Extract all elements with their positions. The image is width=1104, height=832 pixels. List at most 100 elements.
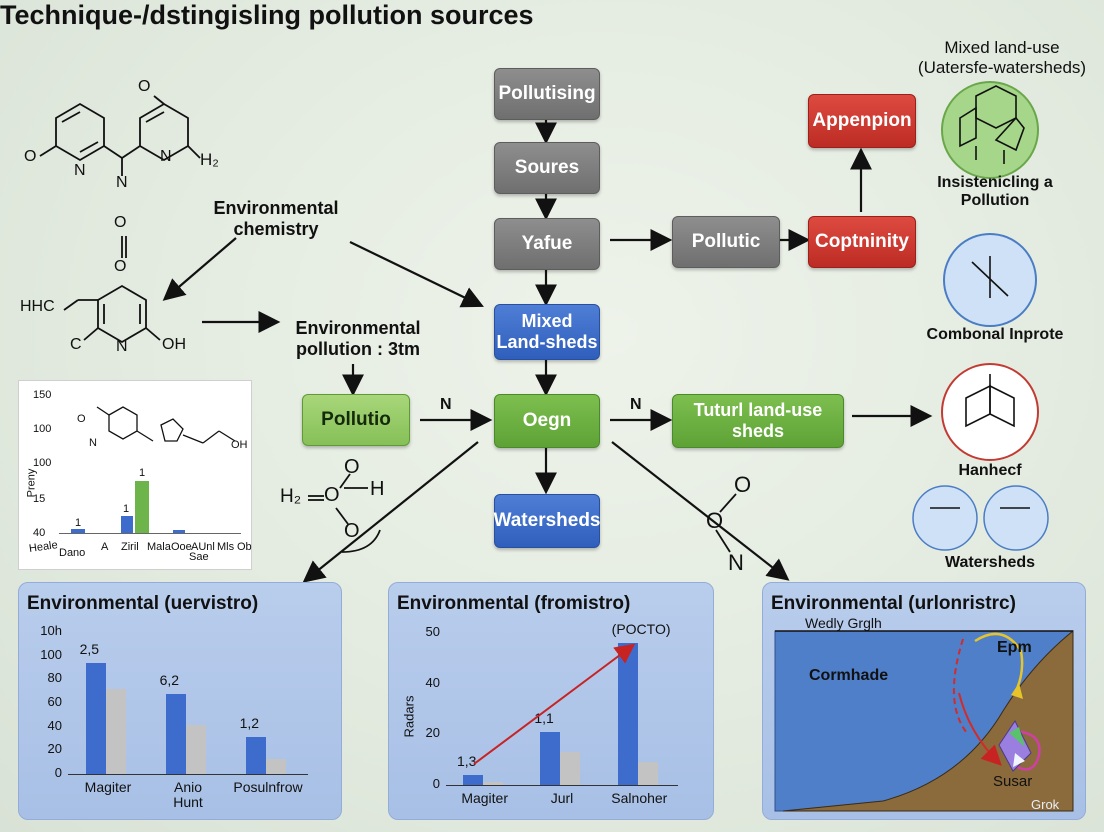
cross-section-left-label: Cormhade	[809, 667, 889, 684]
box-appenpion[interactable]: Appenpion	[808, 94, 916, 148]
small-bar-2	[121, 516, 133, 533]
chart-1-data-label: 2,5	[79, 640, 100, 657]
chem-n-label-4: N	[116, 338, 128, 355]
small-cat-10: Ob	[237, 541, 252, 553]
label-n-right: N	[630, 396, 642, 413]
chart-2-ytick: 0	[432, 776, 440, 791]
molecule-top-left	[39, 95, 201, 176]
chem-o-label-4: O	[114, 258, 127, 275]
chart-2-bar	[637, 762, 658, 785]
box-coptninity[interactable]: Coptninity	[808, 216, 916, 268]
chart-1-bar	[165, 693, 186, 774]
small-categories: Heale Dano A Ziril Mala Ooe AUnl Sae Mls…	[25, 539, 252, 563]
small-cat-5: Mala	[147, 541, 171, 553]
small-ytick-2: 100	[33, 423, 52, 435]
chart-2-bar	[560, 752, 581, 785]
chart-1-data-label: 1,2	[239, 715, 260, 732]
chart-2-bar	[483, 782, 503, 785]
small-bar-4	[173, 530, 185, 533]
chart-1-category: Posulnfrow	[233, 779, 303, 795]
box-sources[interactable]: Soures	[494, 142, 600, 194]
chart-1-ytick: 80	[47, 670, 62, 686]
small-ytick-3: 100	[33, 457, 52, 469]
chart-2-category: Jurl	[550, 790, 574, 806]
chem-n-label-2: N	[116, 174, 128, 191]
small-cat-1: Heale	[28, 539, 59, 555]
small-cat-6: Ooe	[171, 541, 192, 553]
small-cat-3: A	[101, 541, 109, 553]
box-watersheds[interactable]: Watersheds	[494, 494, 601, 548]
small-cat-9: Mls	[217, 541, 235, 553]
chart-1-bar	[105, 688, 126, 774]
chart-2-bar	[463, 774, 483, 785]
chart-1-bar	[265, 758, 286, 774]
chem-o-label-2: O	[138, 78, 151, 95]
chart-1-bar	[185, 725, 206, 774]
small-bar-3	[135, 481, 149, 533]
box-oegn[interactable]: Oegn	[494, 394, 600, 448]
chem-hhc-label: HHC	[20, 298, 55, 315]
chart-2-data-label: 1,3	[457, 752, 477, 769]
chem-h2-label-2: H₂	[280, 486, 302, 507]
chem-o-label-7: O	[344, 520, 360, 542]
main-title: Technique-/dstingisling pollution source…	[0, 0, 534, 30]
chem-h2-label: H₂	[200, 150, 219, 169]
small-data-label-2: 1	[123, 503, 130, 515]
chem-n-label: N	[74, 162, 86, 179]
small-data-label-3: 1	[139, 467, 146, 479]
chart-2-data-label: 1,1	[534, 709, 554, 726]
chart-2-category: Salnoher	[611, 790, 668, 806]
small-chart-axis	[59, 533, 241, 534]
box-yafue[interactable]: Yafue	[494, 218, 600, 270]
box-tuturl-land-use-sheds[interactable]: Tuturl land-use sheds	[672, 394, 844, 448]
label-env-chemistry: Environmental chemistry	[213, 198, 339, 239]
molecule-on	[715, 493, 737, 553]
right-label-combonal: Combonal Inprote	[926, 326, 1064, 343]
chart-1-data-label: 6,2	[159, 671, 180, 688]
panel-cross-section: Environmental (urlonristrc) Wedly Grglh …	[762, 582, 1086, 820]
right-label-pollution: Insistenicling a Pollution	[937, 174, 1053, 210]
chart-2-bar	[540, 731, 561, 785]
chart-1-title: Environmental (uervistro)	[27, 593, 259, 614]
small-ytick-4: 15	[33, 493, 46, 505]
chart-2-bar	[617, 643, 638, 785]
right-label-hanhecf: Hanhecf	[958, 462, 1022, 479]
box-pollutising[interactable]: Pollutising	[494, 68, 600, 120]
chart-2-ylabel: Radars	[401, 695, 417, 738]
right-header: Mixed land-use (Uatersfe-watersheds)	[917, 38, 1087, 77]
cross-section-drawing	[774, 629, 1074, 812]
small-bar-1	[71, 529, 85, 533]
small-ylabel: Preny	[25, 468, 38, 498]
chem-o-label-3: O	[114, 214, 127, 231]
watermark: Grok	[1031, 797, 1060, 812]
chart-2-ytick: 50	[425, 624, 440, 639]
small-cat-2: Dano	[59, 547, 86, 559]
cross-section-title: Environmental (urlonristrc)	[771, 593, 1016, 614]
chart-2-data-label: (POCTO)	[611, 621, 671, 638]
label-env-pollution: Environmental pollution : 3tm	[295, 318, 421, 359]
chem-o-label-5: O	[324, 484, 340, 506]
cross-section-epm-label: Epm	[997, 639, 1032, 656]
chart-1-category: Anio Hunt	[173, 779, 203, 811]
small-cat-4: Ziril	[121, 541, 139, 553]
chart-1-ytick: 0	[54, 765, 62, 780]
chem-n-label-5: N	[728, 550, 744, 575]
chem-o-label-6: O	[344, 456, 360, 478]
small-data-label-1: 1	[75, 517, 82, 529]
chem-o-label-8: O	[706, 508, 724, 533]
chart-2-ytick: 20	[425, 725, 440, 741]
small-chart-molecule	[96, 406, 236, 444]
box-mixed-land-sheds[interactable]: Mixed Land-sheds	[494, 304, 600, 360]
cross-section-top-label: Wedly Grglh	[805, 615, 882, 631]
chem-o-label: O	[24, 148, 37, 165]
cross-section-susar-label: Susar	[993, 773, 1033, 790]
molecule-mid-left	[63, 236, 161, 344]
box-pollutic[interactable]: Pollutic	[672, 216, 780, 268]
small-cat-7: AUnl	[191, 541, 215, 553]
right-label-watersheds: Watersheds	[944, 554, 1036, 571]
chart-1-ytick: 20	[47, 741, 62, 757]
small-cat-8: Sae	[189, 551, 209, 563]
box-pollutio[interactable]: Pollutio	[302, 394, 410, 446]
chart-2-category: Magiter	[461, 790, 508, 806]
small-chem-n: N	[89, 437, 97, 449]
